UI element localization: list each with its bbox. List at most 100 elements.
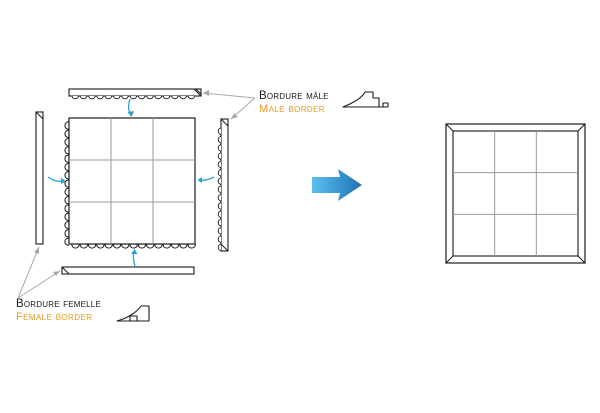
female-pointer-line-bottom bbox=[17, 270, 61, 299]
tile-square-before bbox=[68, 117, 196, 245]
border-tooth bbox=[121, 95, 129, 100]
interlock-tab bbox=[88, 243, 97, 249]
border-tooth bbox=[217, 160, 222, 169]
interlock-tab bbox=[64, 229, 70, 238]
interlock-tab bbox=[64, 171, 70, 180]
border-tooth bbox=[217, 202, 222, 210]
interlock-tab bbox=[154, 243, 163, 249]
female-pointer-line-left bbox=[17, 246, 40, 299]
female-border-profile-icon bbox=[116, 305, 150, 322]
border-tooth bbox=[217, 127, 222, 135]
border-tooth bbox=[79, 95, 88, 100]
interlock-tab bbox=[179, 243, 188, 249]
interlock-tab bbox=[64, 196, 70, 205]
border-tooth bbox=[171, 95, 179, 100]
tile-square-after bbox=[452, 130, 579, 257]
interlock-tab bbox=[112, 243, 122, 249]
right-border-bar bbox=[220, 118, 229, 252]
border-tooth bbox=[217, 152, 222, 160]
border-tooth bbox=[96, 95, 104, 100]
border-tooth bbox=[154, 95, 162, 100]
top-border-corner-miter-2 bbox=[195, 88, 202, 95]
male-border-label-en: Male border bbox=[259, 103, 325, 115]
interlock-tab bbox=[64, 179, 70, 188]
interlock-tab bbox=[64, 187, 70, 196]
border-tooth bbox=[217, 210, 222, 218]
border-tooth bbox=[217, 218, 222, 227]
male-border-profile-icon bbox=[342, 91, 389, 108]
border-tooth bbox=[113, 95, 121, 100]
border-tooth bbox=[217, 243, 222, 252]
border-tooth bbox=[137, 95, 146, 100]
male-pointer-head-right bbox=[231, 113, 238, 119]
male-pointer-head-top bbox=[203, 90, 209, 96]
left-edge-interlock-tabs bbox=[64, 121, 70, 246]
interlock-tab bbox=[104, 243, 113, 249]
interlock-tab bbox=[187, 243, 196, 249]
interlock-tab bbox=[96, 243, 105, 249]
interlock-tab bbox=[121, 243, 130, 249]
border-tooth bbox=[187, 95, 196, 100]
border-tooth bbox=[217, 177, 222, 185]
tile-assembly-after bbox=[445, 123, 586, 264]
border-tooth bbox=[217, 135, 222, 144]
female-pointer-head-bottom bbox=[53, 271, 60, 276]
bottom-edge-interlock-tabs bbox=[71, 243, 196, 249]
result-arrow-icon bbox=[312, 169, 362, 201]
top-border-teeth bbox=[71, 95, 196, 100]
tile-grid-before bbox=[69, 118, 195, 244]
right-border-bottom-miter bbox=[220, 243, 229, 252]
border-tooth bbox=[217, 169, 222, 177]
interlock-tab bbox=[64, 237, 70, 246]
border-tooth bbox=[217, 227, 222, 235]
interlock-tab bbox=[162, 243, 171, 249]
interlock-tab bbox=[79, 243, 88, 249]
bottom-female-border-strip bbox=[61, 266, 195, 275]
border-tooth bbox=[71, 95, 79, 100]
left-border-top-miter bbox=[35, 111, 44, 120]
border-tooth bbox=[146, 95, 154, 100]
interlock-tab bbox=[171, 243, 180, 249]
interlock-tab bbox=[64, 129, 70, 138]
interlock-tab bbox=[64, 212, 70, 221]
border-tooth bbox=[217, 185, 222, 194]
right-border-top-miter bbox=[220, 118, 229, 127]
bottom-border-bar bbox=[61, 266, 195, 275]
male-border-label-fr: Bordure mâle bbox=[259, 90, 329, 102]
border-tooth bbox=[88, 95, 96, 100]
border-tooth bbox=[217, 235, 222, 243]
interlock-tab bbox=[64, 204, 70, 213]
tile-grid-after bbox=[453, 131, 578, 256]
border-tooth bbox=[129, 95, 138, 100]
top-border-corner-miter bbox=[193, 88, 202, 97]
arrow-up-icon bbox=[131, 249, 138, 267]
border-tooth bbox=[217, 193, 222, 202]
left-female-border-strip bbox=[35, 111, 44, 245]
arrow-right-icon bbox=[47, 176, 66, 184]
interlock-tab bbox=[129, 243, 138, 249]
tile-assembly-before bbox=[64, 117, 196, 249]
right-border-teeth bbox=[217, 127, 222, 252]
assembly-direction-arrows bbox=[47, 98, 215, 267]
female-pointer-head-left bbox=[34, 247, 39, 254]
interlock-tab bbox=[146, 243, 155, 249]
interlock-tab bbox=[64, 121, 70, 130]
interlock-tab bbox=[71, 243, 80, 249]
border-tooth bbox=[179, 95, 187, 100]
male-pointer-line-top bbox=[202, 92, 256, 99]
female-border-label-fr: Bordure femelle bbox=[16, 298, 101, 310]
frame-corner-miters bbox=[445, 123, 586, 264]
female-border-label-en: Female border bbox=[16, 311, 93, 323]
right-male-border-strip bbox=[217, 118, 229, 252]
interlock-tab bbox=[64, 221, 70, 230]
interlock-tab bbox=[64, 162, 70, 172]
left-border-bar bbox=[35, 111, 44, 245]
border-tooth bbox=[104, 95, 113, 100]
top-male-border-strip bbox=[68, 88, 202, 100]
interlock-tab bbox=[64, 154, 70, 163]
border-tooth bbox=[217, 144, 222, 152]
arrow-left-icon bbox=[197, 176, 215, 183]
label-pointer-lines bbox=[17, 90, 256, 299]
